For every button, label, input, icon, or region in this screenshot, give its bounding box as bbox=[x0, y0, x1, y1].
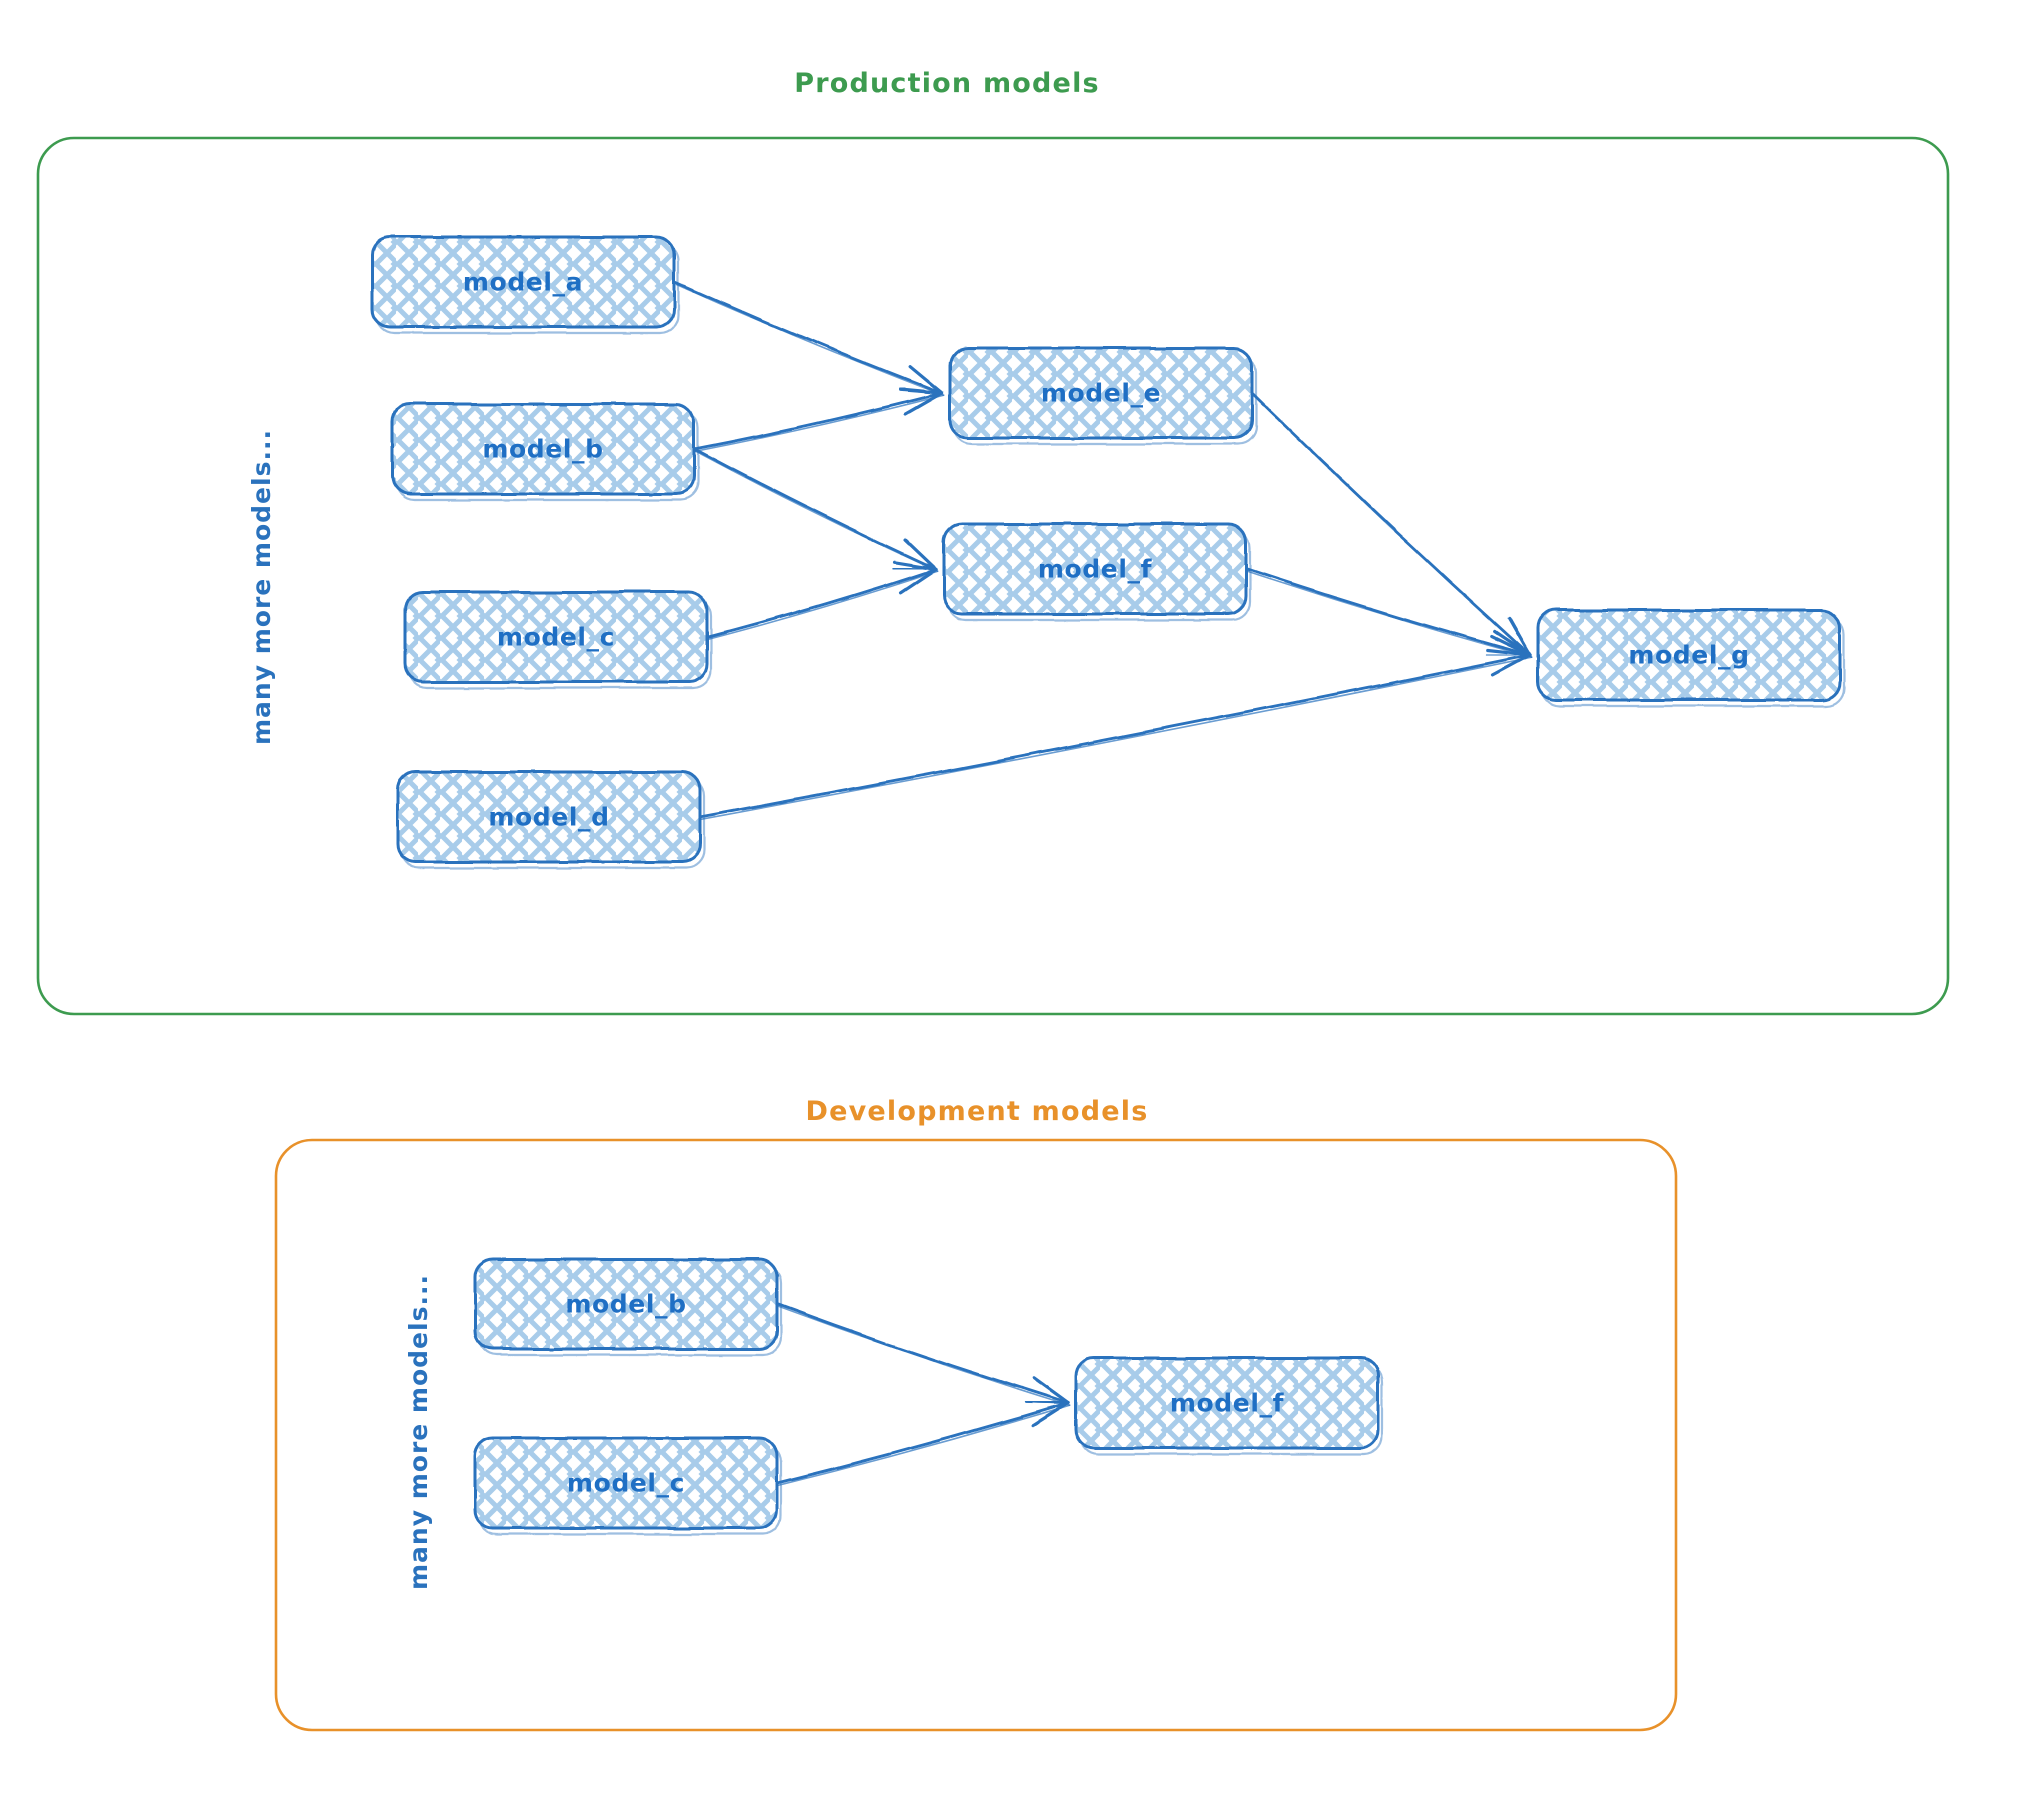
edge-stroke bbox=[700, 656, 1533, 820]
edge-stroke bbox=[777, 1305, 1071, 1406]
node-hatch-fill bbox=[372, 237, 674, 327]
node-hatch-fill bbox=[475, 1438, 777, 1528]
node-prod_model_g[interactable] bbox=[1536, 608, 1846, 708]
edge-stroke bbox=[694, 394, 945, 452]
edge-arrowhead-barb bbox=[899, 567, 938, 594]
edge-stroke bbox=[1244, 567, 1532, 657]
node-hatch-fill bbox=[392, 404, 694, 494]
node-prod_model_a[interactable] bbox=[370, 235, 680, 335]
node-border bbox=[403, 590, 709, 684]
node-border bbox=[1074, 1356, 1380, 1450]
edge-stroke bbox=[694, 450, 939, 572]
edge-stroke bbox=[674, 283, 945, 396]
edge-arrowhead-barb bbox=[903, 391, 944, 416]
node-prod_model_e[interactable] bbox=[948, 346, 1258, 446]
node-prod_model_f[interactable] bbox=[942, 522, 1252, 622]
node-dev_model_c[interactable] bbox=[473, 1436, 783, 1536]
production-group-title: Production models bbox=[794, 68, 1100, 99]
edge-arrowhead-barb bbox=[1486, 648, 1532, 657]
node-hatch-fill bbox=[398, 772, 700, 862]
edge-stroke bbox=[672, 280, 944, 395]
group-frame-production bbox=[36, 136, 1950, 1016]
edge-arrowhead-barb bbox=[1031, 1401, 1070, 1428]
development-many-more-models-label: many more models... bbox=[404, 1274, 433, 1590]
group-frame-development bbox=[274, 1138, 1678, 1732]
edge-prod_model_b-to-prod_model_e bbox=[692, 388, 945, 452]
edge-arrowhead-barb bbox=[1493, 629, 1532, 657]
node-border bbox=[370, 235, 676, 329]
node-hatch-fill bbox=[1076, 1358, 1378, 1448]
edge-arrowhead-barb bbox=[1491, 653, 1532, 677]
node-border bbox=[473, 1257, 779, 1351]
node-prod_model_d[interactable] bbox=[396, 770, 706, 870]
edge-prod_model_d-to-prod_model_g bbox=[698, 648, 1533, 820]
edge-arrowhead-barb bbox=[1507, 616, 1532, 657]
node-hatch-fill bbox=[944, 524, 1246, 614]
node-prod_model_b[interactable] bbox=[390, 402, 700, 502]
node-dev_model_f[interactable] bbox=[1074, 1356, 1384, 1456]
node-border bbox=[942, 522, 1248, 616]
edge-stroke bbox=[705, 567, 938, 639]
node-hatch-fill bbox=[405, 592, 707, 682]
edge-stroke bbox=[1246, 570, 1533, 658]
edge-prod_model_f-to-prod_model_g bbox=[1244, 567, 1533, 658]
node-border bbox=[948, 346, 1254, 440]
edge-stroke bbox=[1252, 394, 1533, 658]
edge-arrowhead-barb bbox=[1024, 1400, 1070, 1405]
edge-stroke bbox=[692, 447, 938, 571]
edge-arrowhead-barb bbox=[1032, 1376, 1070, 1405]
edge-stroke bbox=[775, 1302, 1070, 1405]
edge-stroke bbox=[692, 391, 944, 451]
group-frames bbox=[36, 136, 1950, 1732]
edge-dev_model_b-to-dev_model_f bbox=[775, 1302, 1071, 1406]
node-border bbox=[396, 770, 702, 864]
edge-stroke bbox=[775, 1401, 1070, 1485]
production-many-more-models-label: many more models... bbox=[247, 429, 276, 745]
development-group-title: Development models bbox=[805, 1096, 1149, 1127]
edge-arrowhead-barb bbox=[898, 388, 944, 395]
node-border bbox=[390, 402, 696, 496]
node-border bbox=[473, 1436, 779, 1530]
edge-stroke bbox=[698, 653, 1532, 819]
edge-arrowhead-barb bbox=[908, 364, 944, 395]
edge-stroke bbox=[707, 570, 939, 640]
node-dev_model_b[interactable] bbox=[473, 1257, 783, 1357]
edge-dev_model_c-to-dev_model_f bbox=[775, 1400, 1071, 1486]
edge-prod_model_a-to-prod_model_e bbox=[672, 280, 945, 396]
edge-layer bbox=[672, 280, 1533, 1486]
edge-stroke bbox=[777, 1404, 1071, 1486]
node-hatch-fill bbox=[950, 348, 1252, 438]
edge-prod_model_b-to-prod_model_f bbox=[692, 447, 939, 572]
node-prod_model_c[interactable] bbox=[403, 590, 713, 690]
node-layer bbox=[370, 235, 1846, 1536]
edge-arrowhead-barb bbox=[903, 538, 938, 571]
edge-prod_model_c-to-prod_model_f bbox=[705, 566, 939, 640]
node-hatch-fill bbox=[1538, 610, 1840, 700]
node-hatch-fill bbox=[475, 1259, 777, 1349]
node-border bbox=[1536, 608, 1842, 702]
